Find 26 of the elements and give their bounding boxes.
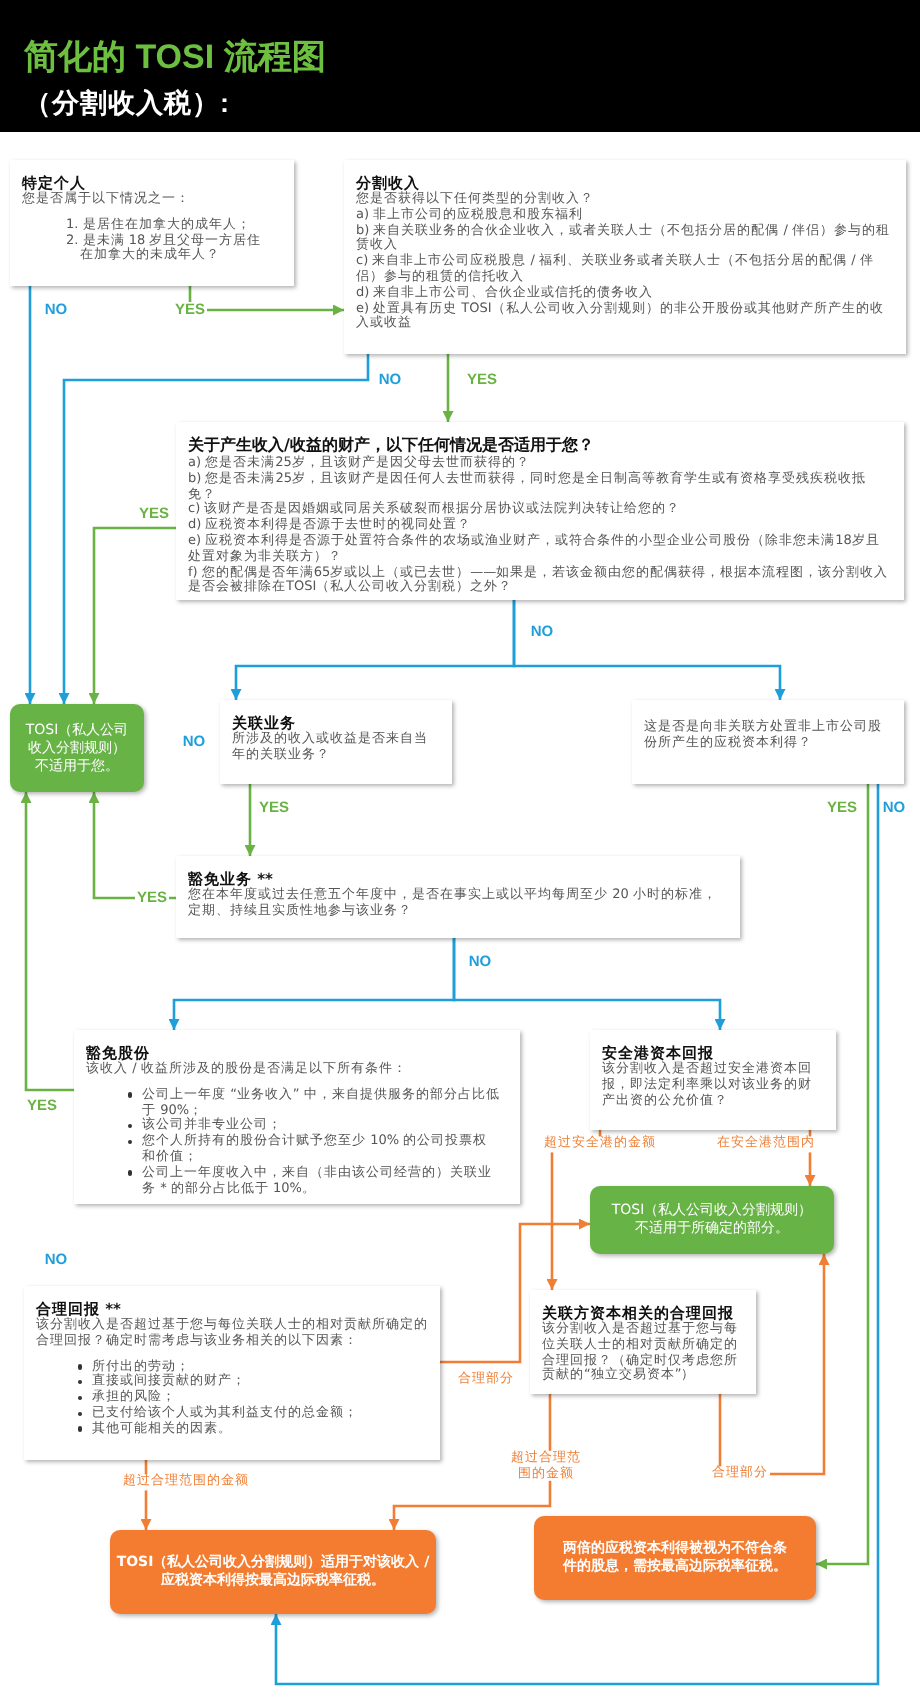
flow-arrow xyxy=(270,784,880,1686)
flow-arrow xyxy=(440,1218,590,1364)
flow-arrow xyxy=(512,600,786,700)
question-box xyxy=(10,160,294,286)
title-text: 简化的 TOSI 流程图 xyxy=(24,38,326,78)
flow-arrow xyxy=(452,938,726,1030)
flow-arrow xyxy=(20,792,74,1092)
flow-arrow xyxy=(816,784,870,1570)
question-box xyxy=(74,1030,520,1204)
flow-arrow xyxy=(88,792,176,900)
question-box xyxy=(530,1290,756,1394)
question-box xyxy=(590,1030,836,1130)
flow-arrow xyxy=(24,286,36,704)
question-box xyxy=(24,1286,440,1460)
question-box xyxy=(176,422,904,600)
subtitle-text: （分割收入税）: xyxy=(24,88,229,120)
flow-arrow xyxy=(388,1394,552,1530)
flow-arrow xyxy=(188,286,344,316)
flow-arrow xyxy=(58,354,370,704)
question-box xyxy=(176,856,740,938)
question-box xyxy=(344,160,906,354)
flow-arrow xyxy=(442,354,454,422)
box-heading: 关于产生收入/收益的财产，以下任何情况是否适用于您？ xyxy=(188,436,596,455)
question-box xyxy=(220,700,452,784)
flow-arrow xyxy=(88,526,176,704)
flow-arrow xyxy=(244,784,256,856)
